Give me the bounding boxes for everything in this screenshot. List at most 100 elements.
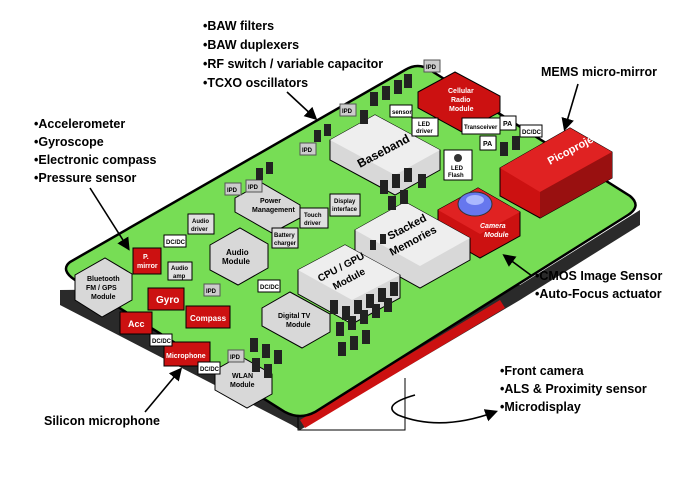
dcdc-chip-mid: DC/DC xyxy=(257,279,281,293)
front-line-1: •Front camera xyxy=(500,364,585,378)
led-driver-label-1: LED xyxy=(418,122,431,128)
led-driver-label-2: driver xyxy=(416,129,433,135)
compass-module: Compass xyxy=(185,305,231,329)
ipd-label-7: IPD xyxy=(230,355,241,361)
sensor-chip-small: sensor xyxy=(389,104,413,118)
ipd-label-1: IPD xyxy=(426,65,437,71)
arrow-sensors xyxy=(89,187,130,251)
sensor-small-label: sensor xyxy=(392,110,412,116)
dcdc-chip-lower: DC/DC xyxy=(149,333,173,347)
compass-label: Compass xyxy=(190,314,227,323)
audio-driver-chip: Audio driver xyxy=(187,213,215,235)
front-callout: •Front camera •ALS & Proximity sensor •M… xyxy=(500,364,647,414)
audio-amp-label-2: amp xyxy=(173,274,186,280)
ipd-chip-5: IPD xyxy=(245,179,263,193)
rf-line-3: •RF switch / variable capacitor xyxy=(203,57,383,71)
dcdc-label-left: DC/DC xyxy=(166,240,186,246)
cellular-label-1: Cellular xyxy=(448,88,474,95)
arrow-rf xyxy=(286,91,318,121)
ipd-label-3: IPD xyxy=(302,148,313,154)
digitaltv-label-1: Digital TV xyxy=(278,313,311,320)
arrow-image xyxy=(502,254,533,277)
cellular-label-3: Module xyxy=(449,106,474,113)
ipd-chip-6: IPD xyxy=(203,283,221,297)
led-flash-label-1: LED xyxy=(451,166,464,172)
rf-callout: •BAW filters •BAW duplexers •RF switch /… xyxy=(203,19,383,90)
ipd-chip-2: IPD xyxy=(339,103,357,117)
camera-label-2: Module xyxy=(484,232,509,239)
camera-label-1: Camera xyxy=(480,223,506,230)
bluetooth-label-3: Module xyxy=(91,294,116,301)
led-flash-label-2: Flash xyxy=(448,173,464,179)
battery-charger-chip: Battery charger xyxy=(271,227,299,249)
pa-label-1: PA xyxy=(483,141,492,148)
audio-amp-label-1: Audio xyxy=(171,266,188,272)
power-label-1: Power xyxy=(260,198,281,205)
front-bracket xyxy=(297,378,406,431)
passive-components xyxy=(250,74,520,378)
ipd-label-2: IPD xyxy=(342,109,353,115)
ipd-chip-3: IPD xyxy=(299,142,317,156)
arrow-mems xyxy=(561,83,579,132)
baseband-chip: Baseband xyxy=(329,114,441,196)
accelerometer-module: Acc xyxy=(119,311,153,335)
image-line-1: •CMOS Image Sensor xyxy=(535,269,662,283)
transceiver-label: Transceiver xyxy=(464,125,498,131)
transceiver-chip: Transceiver xyxy=(461,117,501,135)
sensors-line-3: •Electronic compass xyxy=(34,153,157,167)
audio-module: Audio Module xyxy=(209,227,269,286)
bluetooth-label-1: Bluetooth xyxy=(87,276,120,283)
rf-line-4: •TCXO oscillators xyxy=(203,76,308,90)
led-driver-chip: LED driver xyxy=(411,117,439,137)
audio-label-2: Module xyxy=(222,257,251,266)
display-label-2: interface xyxy=(332,207,358,213)
battery-label-1: Battery xyxy=(274,233,295,239)
digitaltv-label-2: Module xyxy=(286,322,311,329)
arrow-front xyxy=(391,394,499,424)
pmirror-label-2: mirror xyxy=(137,263,158,270)
front-line-3: •Microdisplay xyxy=(500,400,581,414)
sensors-line-1: •Accelerometer xyxy=(34,117,125,131)
bluetooth-fm-gps-module: Bluetooth FM / GPS Module xyxy=(74,257,133,318)
cellular-radio-module: Cellular Radio Module xyxy=(417,71,501,133)
display-label-1: Display xyxy=(334,199,356,205)
ipd-label-6: IPD xyxy=(206,289,217,295)
cellular-label-2: Radio xyxy=(451,97,470,104)
gyro-module: Gyro xyxy=(147,287,185,311)
dcdc-chip-left: DC/DC xyxy=(163,234,187,248)
microphone-label: Microphone xyxy=(166,353,206,360)
image-callout: •CMOS Image Sensor •Auto-Focus actuator xyxy=(535,269,662,301)
audio-driver-label-1: Audio xyxy=(192,219,209,225)
microphone-line: Silicon microphone xyxy=(44,414,160,428)
ipd-label-4: IPD xyxy=(227,188,238,194)
battery-label-2: charger xyxy=(274,241,297,247)
microphone-callout: Silicon microphone xyxy=(44,414,160,428)
wlan-label-2: Module xyxy=(230,382,255,389)
p-mirror-module: P. mirror xyxy=(132,247,162,275)
ipd-chip-1: IPD xyxy=(423,59,441,73)
pmirror-label-1: P. xyxy=(143,254,149,261)
dcdc-chip-right: DC/DC xyxy=(519,124,543,138)
ipd-chip-4: IPD xyxy=(224,182,242,196)
dcdc-label-wlan: DC/DC xyxy=(200,367,220,373)
mems-callout: MEMS micro-mirror xyxy=(541,65,657,79)
sensors-line-2: •Gyroscope xyxy=(34,135,104,149)
wlan-label-1: WLAN xyxy=(232,373,253,380)
pa-label-2: PA xyxy=(503,121,512,128)
mems-line: MEMS micro-mirror xyxy=(541,65,657,79)
digital-tv-module: Digital TV Module xyxy=(261,291,331,349)
callout-arrows xyxy=(89,83,579,424)
sensors-line-4: •Pressure sensor xyxy=(34,171,136,185)
acc-label: Acc xyxy=(128,319,145,329)
ipd-label-5: IPD xyxy=(248,185,259,191)
rf-line-1: •BAW filters xyxy=(203,19,274,33)
ipd-chip-7: IPD xyxy=(227,349,245,363)
power-label-2: Management xyxy=(252,207,295,214)
gyro-label: Gyro xyxy=(156,295,179,306)
front-line-2: •ALS & Proximity sensor xyxy=(500,382,647,396)
bluetooth-label-2: FM / GPS xyxy=(86,285,117,292)
touch-label-1: Touch xyxy=(304,213,322,219)
dcdc-label-mid: DC/DC xyxy=(260,285,280,291)
dcdc-chip-wlan: DC/DC xyxy=(197,361,221,375)
